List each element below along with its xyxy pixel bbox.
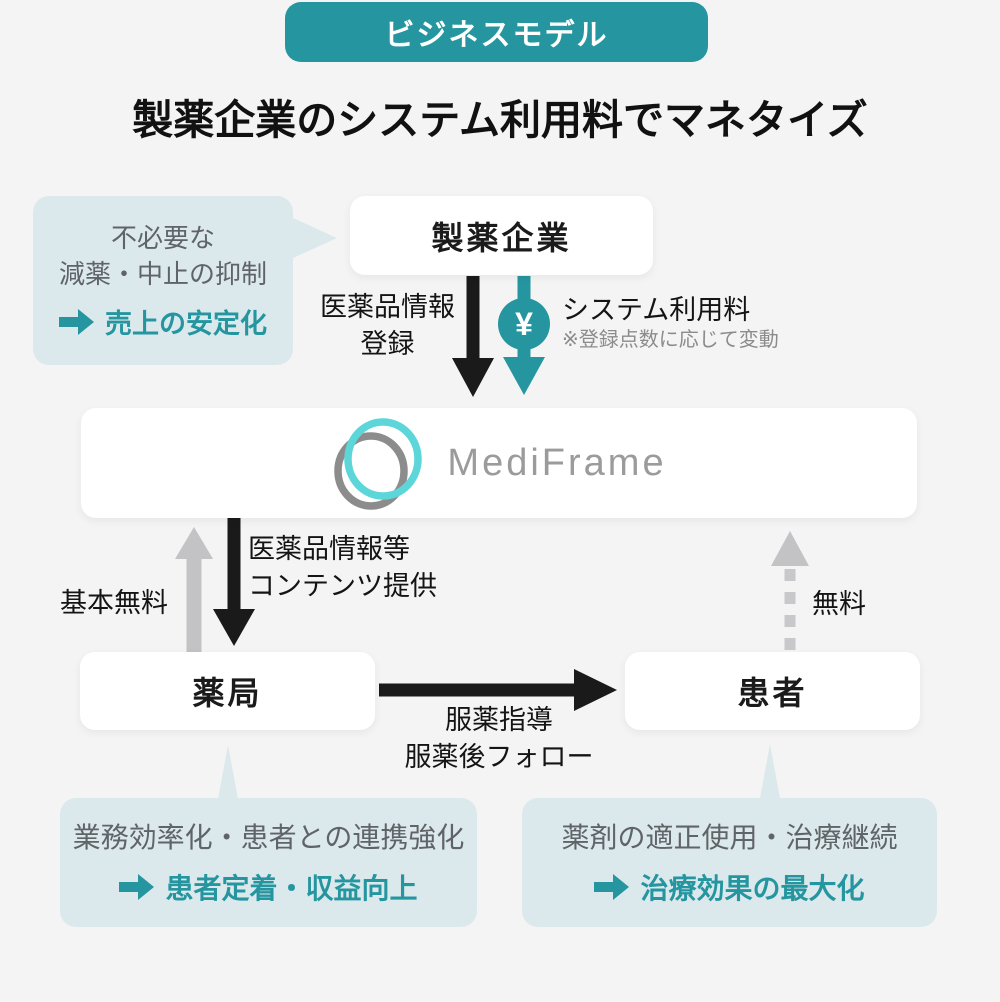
patient-callout-pointer — [760, 744, 780, 798]
free-arrow-up-dashed-icon — [771, 531, 809, 650]
pharma-benefit-result: 売上の安定化 — [105, 309, 267, 339]
node-pharmacy-label: 薬局 — [192, 675, 263, 711]
drug-info-registration-label: 医薬品情報 登録 — [320, 292, 455, 359]
free-label: 無料 — [812, 589, 866, 619]
pharma-benefit-callout: 不必要な 減薬・中止の抑制 売上の安定化 — [33, 196, 293, 365]
right-arrow-icon — [59, 308, 94, 335]
node-platform: MediFrame — [81, 408, 917, 518]
business-model-badge: ビジネスモデル — [285, 2, 708, 62]
node-patient: 患者 — [625, 652, 920, 730]
patient-benefit-callout: 薬剤の適正使用・治療継続 治療効果の最大化 — [522, 798, 937, 927]
pharma-callout-pointer — [291, 217, 337, 259]
page-title: 製薬企業のシステム利用料でマネタイズ — [132, 97, 868, 143]
pharmacy-benefit-line1: 業務効率化・患者との連携強化 — [72, 821, 465, 853]
node-platform-label: MediFrame — [447, 441, 667, 484]
pharmacy-benefit-result: 患者定着・収益向上 — [165, 872, 418, 904]
badge-label: ビジネスモデル — [384, 19, 609, 52]
patient-benefit-result: 治療効果の最大化 — [640, 872, 865, 904]
svg-text:¥: ¥ — [515, 306, 533, 342]
node-pharma-label: 製薬企業 — [431, 219, 572, 256]
pharma-benefit-line1: 不必要な — [110, 223, 215, 253]
node-patient-label: 患者 — [737, 675, 808, 711]
system-fee-arrow-down-icon: ¥ — [498, 276, 550, 395]
pharmacy-callout-pointer — [218, 745, 238, 799]
content-delivery-label: 医薬品情報等 コンテンツ提供 — [248, 534, 437, 601]
node-pharmacy: 薬局 — [80, 652, 375, 730]
pharma-benefit-line2: 減薬・中止の抑制 — [58, 259, 267, 289]
yen-icon — [498, 298, 550, 350]
right-arrow-icon — [119, 873, 155, 900]
right-arrow-icon — [594, 873, 630, 900]
basic-free-label: 基本無料 — [60, 588, 168, 618]
medication-guidance-label: 服薬指導 服薬後フォロー — [404, 705, 594, 772]
system-fee-label: システム利用料 — [562, 295, 751, 325]
mediframe-logo-icon — [334, 418, 423, 510]
patient-benefit-line1: 薬剤の適正使用・治療継続 — [561, 821, 898, 853]
pharmacy-benefit-callout: 業務効率化・患者との連携強化 患者定着・収益向上 — [60, 798, 477, 927]
node-pharma: 製薬企業 — [350, 196, 653, 275]
basic-free-arrow-up-icon — [175, 527, 213, 652]
system-fee-note: ※登録点数に応じて変動 — [562, 329, 779, 351]
